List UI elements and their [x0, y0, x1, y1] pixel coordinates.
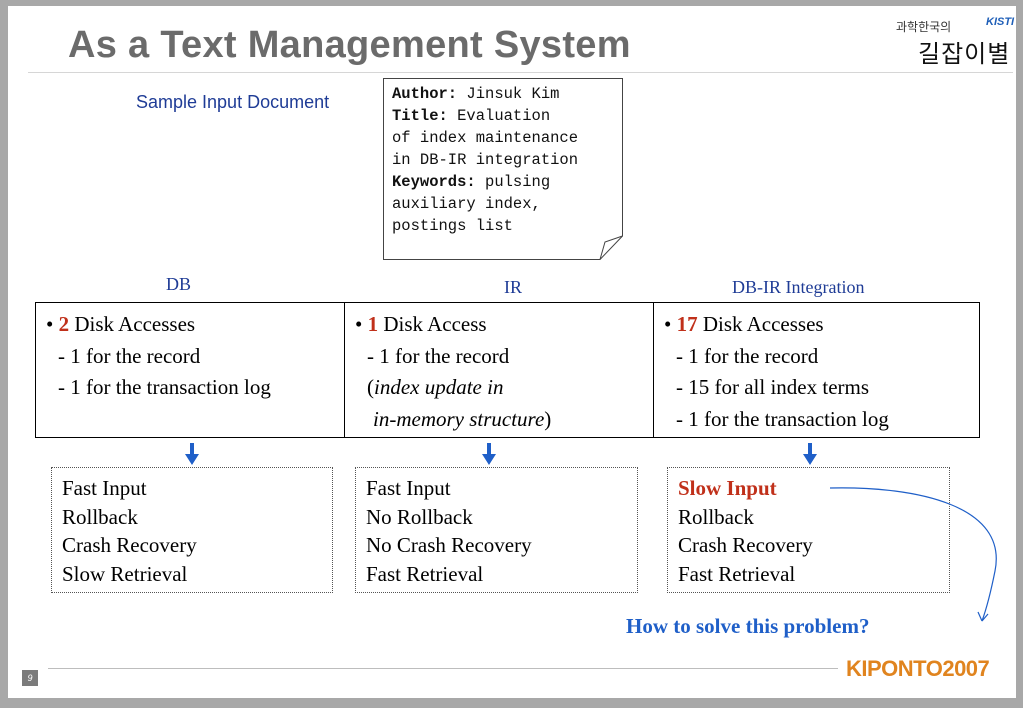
db-down-arrow-icon: [185, 443, 199, 465]
keywords-value: pulsing: [475, 173, 551, 191]
db-detail-2: - 1 for the transaction log: [58, 375, 271, 399]
dbir-property-3: Crash Recovery: [678, 533, 813, 557]
ir-property-4: Fast Retrieval: [366, 561, 484, 586]
dbir-count-line: • 17 Disk Accesses: [664, 312, 824, 336]
dbir-property-2: Rollback: [678, 504, 754, 529]
author-value: Jinsuk Kim: [457, 85, 560, 103]
keywords-key: Keywords:: [392, 173, 476, 191]
dbir-column-label: DB-IR Integration: [732, 277, 865, 297]
ir-down-arrow-icon: [482, 443, 496, 465]
curved-arrow-icon: [829, 487, 997, 622]
ir-disk-access-cell: • 1 Disk Access - 1 for the record (inde…: [344, 302, 654, 438]
ir-property-2: No Rollback: [366, 504, 473, 529]
db-property-3: Crash Recovery: [62, 533, 197, 557]
kisti-logo: KISTI: [986, 16, 1015, 28]
ir-count-line: • 1 Disk Access: [355, 312, 487, 336]
dbir-detail-3: - 1 for the transaction log: [676, 406, 889, 431]
ir-property-1: Fast Input: [366, 476, 451, 500]
page-number: 9: [22, 670, 38, 686]
dbir-property-4: Fast Retrieval: [678, 561, 796, 586]
ir-detail-1: - 1 for the record: [367, 343, 510, 368]
footer-divider: [48, 668, 838, 669]
keywords-line-3: postings list: [392, 217, 513, 235]
db-property-4: Slow Retrieval: [62, 561, 188, 586]
db-properties-box: Fast Input Rollback Crash Recovery Slow …: [51, 467, 333, 593]
problem-question: How to solve this problem?: [626, 614, 870, 638]
keywords-line-2: auxiliary index,: [392, 195, 541, 213]
title-value: Evaluation: [447, 107, 551, 125]
db-count-line: • 2 Disk Accesses: [46, 312, 196, 336]
dbir-detail-2: - 15 for all index terms: [676, 375, 870, 399]
db-property-1: Fast Input: [62, 476, 147, 500]
db-count: 2: [58, 312, 70, 336]
sample-document-text: Author: Jinsuk Kim Title: Evaluation of …: [392, 83, 578, 237]
ir-count: 1: [367, 312, 379, 336]
ir-detail-2: (index update in: [367, 375, 504, 399]
db-detail-1: - 1 for the record: [58, 343, 201, 368]
dbir-down-arrow-icon: [803, 443, 817, 465]
title-line-3: in DB-IR integration: [392, 151, 579, 169]
slide: As a Text Management System 과학한국의 KISTI …: [8, 6, 1016, 698]
logo-caption: 과학한국의: [896, 20, 952, 34]
page-title: As a Text Management System: [68, 24, 631, 66]
author-key: Author:: [392, 85, 458, 103]
dbir-count: 17: [676, 312, 698, 336]
title-key: Title:: [392, 107, 448, 125]
db-column-label: DB: [166, 274, 192, 294]
kiponto-logo: KIPONTO2007: [846, 656, 990, 681]
dbir-properties-box: Slow Input Rollback Crash Recovery Fast …: [667, 467, 950, 593]
ir-properties-box: Fast Input No Rollback No Crash Recovery…: [355, 467, 638, 593]
title-line-2: of index maintenance: [392, 129, 579, 147]
dbir-property-1-highlight: Slow Input: [678, 476, 777, 500]
sample-input-label: Sample Input Document: [136, 92, 330, 112]
logo-wordmark: 길잡이별: [918, 40, 1011, 68]
ir-property-3: No Crash Recovery: [366, 533, 532, 557]
title-divider: [28, 72, 1013, 73]
document-note-icon: [383, 78, 623, 260]
dbir-detail-1: - 1 for the record: [676, 343, 819, 368]
ir-column-label: IR: [504, 277, 522, 297]
db-disk-access-cell: • 2 Disk Accesses - 1 for the record - 1…: [35, 302, 345, 438]
db-property-2: Rollback: [62, 504, 138, 529]
ir-detail-3: in-memory structure): [373, 406, 552, 431]
dbir-disk-access-cell: • 17 Disk Accesses - 1 for the record - …: [653, 302, 980, 438]
